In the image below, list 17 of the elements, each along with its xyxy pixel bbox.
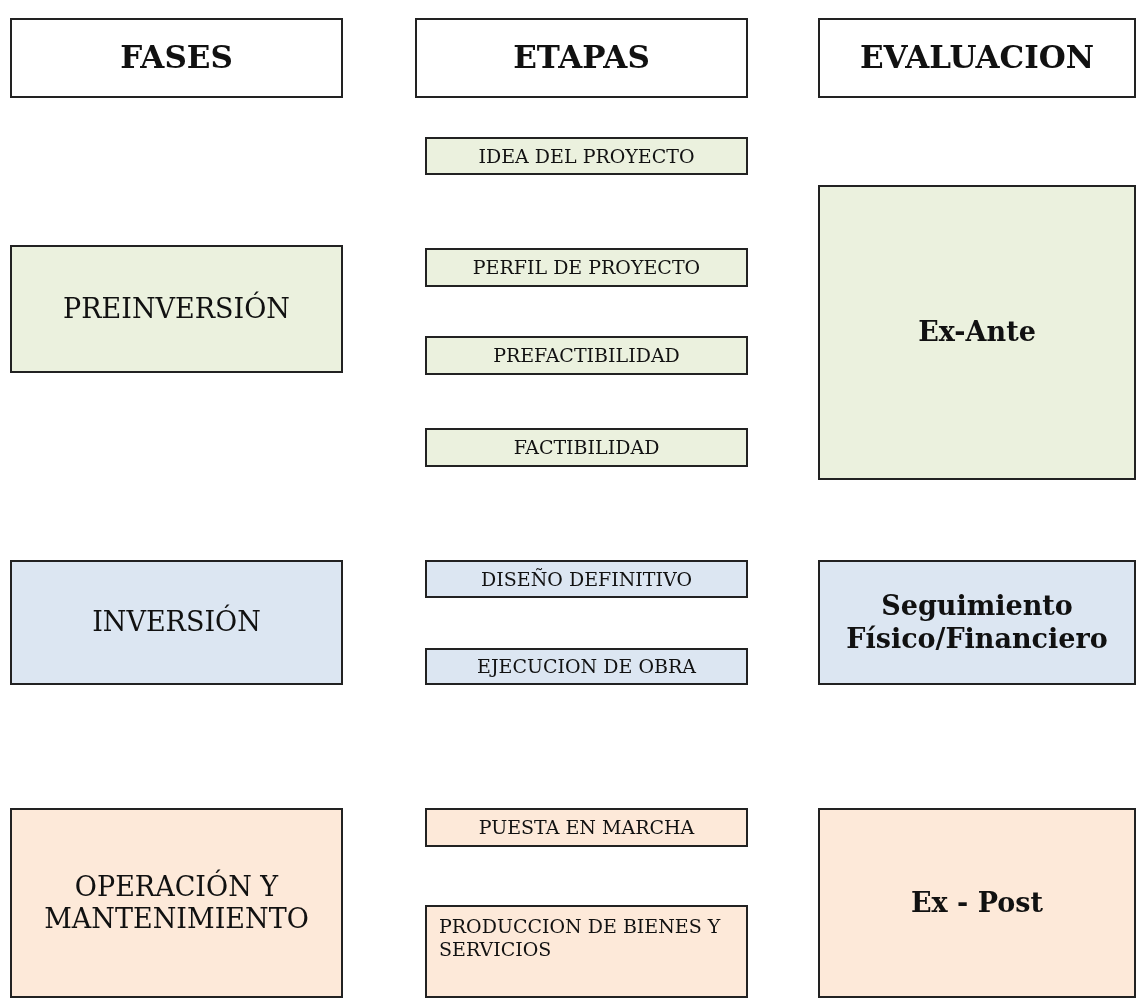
header-box: EVALUACION	[818, 18, 1136, 98]
header-box: ETAPAS	[415, 18, 748, 98]
stage-box: PRODUCCION DE BIENES Y SERVICIOS	[425, 905, 748, 998]
stage-box: PUESTA EN MARCHA	[425, 808, 748, 847]
stage-box: DISEÑO DEFINITIVO	[425, 560, 748, 598]
evaluation-box: Ex-Ante	[818, 185, 1136, 480]
phase-box: OPERACIÓN Y MANTENIMIENTO	[10, 808, 343, 998]
stage-box: IDEA DEL PROYECTO	[425, 137, 748, 175]
phase-box: PREINVERSIÓN	[10, 245, 343, 373]
stage-box: PERFIL DE PROYECTO	[425, 248, 748, 287]
stage-box: FACTIBILIDAD	[425, 428, 748, 467]
stage-box: PREFACTIBILIDAD	[425, 336, 748, 375]
stage-box: EJECUCION DE OBRA	[425, 648, 748, 685]
phase-box: INVERSIÓN	[10, 560, 343, 685]
evaluation-box: Seguimiento Físico/Financiero	[818, 560, 1136, 685]
header-box: FASES	[10, 18, 343, 98]
evaluation-box: Ex - Post	[818, 808, 1136, 998]
